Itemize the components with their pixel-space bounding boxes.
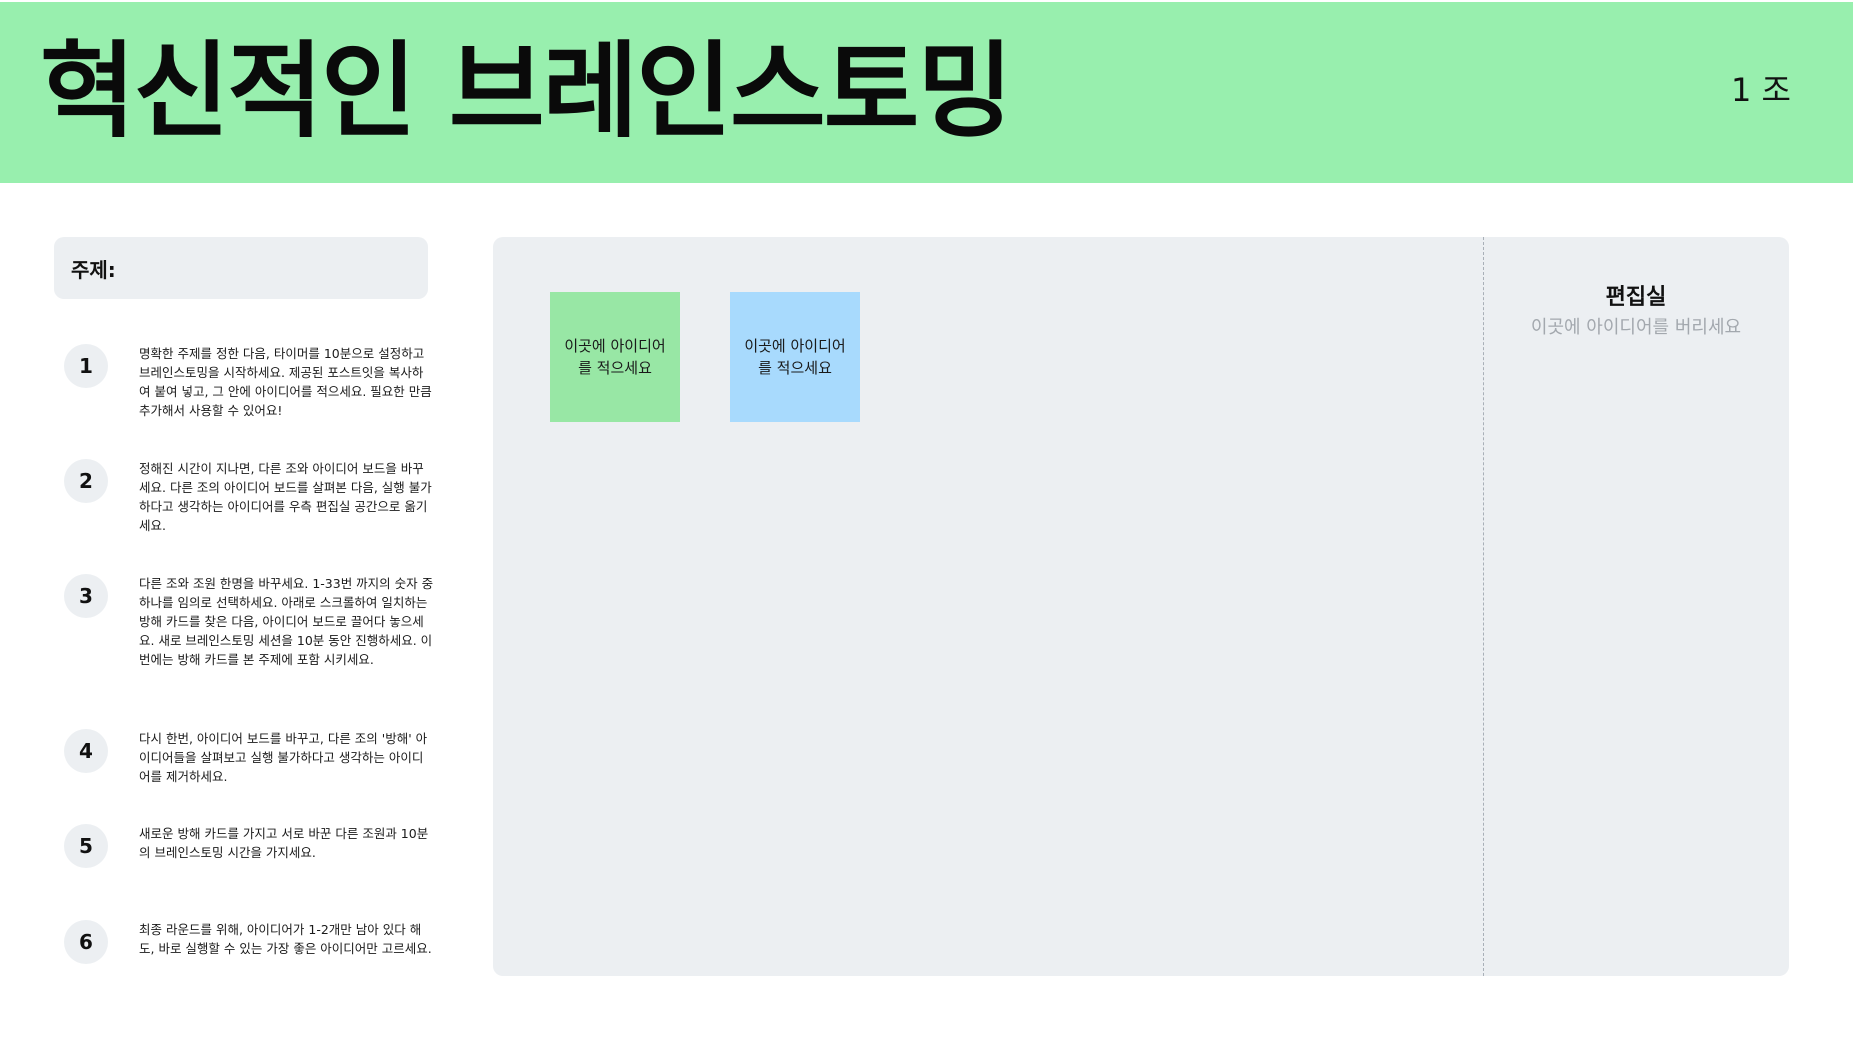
step-number-badge: 4 bbox=[64, 729, 108, 773]
step-number-badge: 6 bbox=[64, 920, 108, 964]
step-description: 정해진 시간이 지나면, 다른 조와 아이디어 보드을 바꾸세요. 다른 조의 … bbox=[139, 461, 432, 533]
editroom-divider bbox=[1483, 237, 1484, 976]
group-label: 1 조 bbox=[1731, 71, 1791, 109]
step-number-badge: 1 bbox=[64, 344, 108, 388]
topic-field[interactable]: 주제: bbox=[54, 237, 428, 299]
header-banner: 혁신적인 브레인스토밍 1 조 bbox=[0, 2, 1853, 183]
step-number-badge: 2 bbox=[64, 459, 108, 503]
topic-label: 주제: bbox=[71, 257, 116, 282]
step-number-badge: 3 bbox=[64, 574, 108, 618]
editroom-dropzone-hint: 이곳에 아이디어를 버리세요 bbox=[1530, 317, 1742, 338]
step-description: 다른 조와 조원 한명을 바꾸세요. 1-33번 까지의 숫자 중 하나를 임의… bbox=[139, 576, 434, 667]
step-description: 다시 한번, 아이디어 보드를 바꾸고, 다른 조의 '방해' 아이디어들을 살… bbox=[139, 731, 428, 784]
page-title: 혁신적인 브레인스토밍 bbox=[40, 30, 1013, 152]
editroom-title: 편집실 bbox=[1605, 285, 1667, 310]
step-description: 최종 라운드를 위해, 아이디어가 1-2개만 남아 있다 해도, 바로 실행할… bbox=[139, 922, 432, 956]
idea-board[interactable]: 이곳에 아이디어를 적으세요 이곳에 아이디어를 적으세요 편집실 이곳에 아이… bbox=[493, 237, 1789, 976]
step-description: 명확한 주제를 정한 다음, 타이머를 10분으로 설정하고 브레인스토밍을 시… bbox=[139, 346, 432, 418]
sticky-note-green[interactable]: 이곳에 아이디어를 적으세요 bbox=[550, 292, 680, 422]
step-number-badge: 5 bbox=[64, 824, 108, 868]
sticky-note-blue[interactable]: 이곳에 아이디어를 적으세요 bbox=[730, 292, 860, 422]
step-description: 새로운 방해 카드를 가지고 서로 바꾼 다른 조원과 10분의 브레인스토밍 … bbox=[139, 826, 429, 860]
